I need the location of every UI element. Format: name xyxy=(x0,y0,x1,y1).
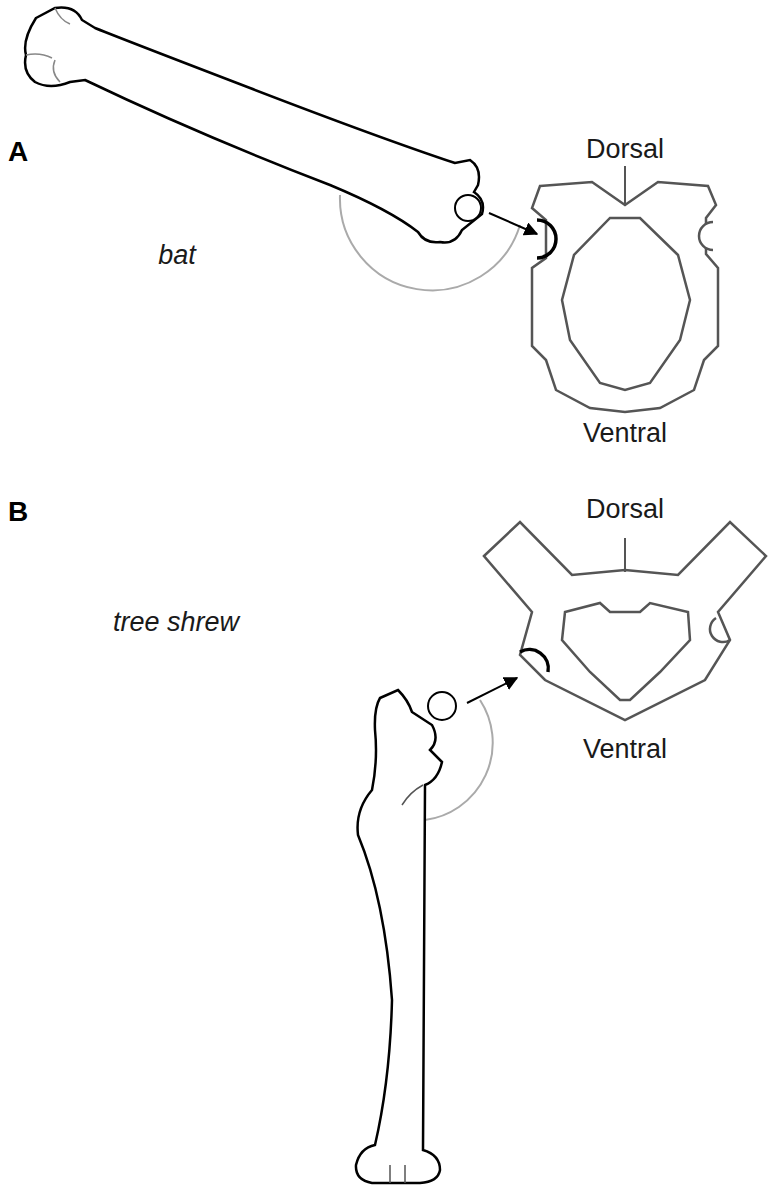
orientation-label: Dorsal xyxy=(586,494,664,525)
femur-detail xyxy=(26,8,70,82)
orientation-label: Ventral xyxy=(583,734,667,765)
femoral-head xyxy=(455,195,481,221)
tree-shrew-femur xyxy=(356,690,442,1183)
species-name: tree shrew xyxy=(113,607,239,638)
acetabulum xyxy=(520,650,548,672)
tree-shrew-pelvis xyxy=(484,522,766,720)
femoral-head xyxy=(428,692,456,720)
species-name: bat xyxy=(158,240,196,271)
orientation-label: Ventral xyxy=(583,418,667,449)
pelvic-canal xyxy=(562,218,690,390)
bat-femur xyxy=(25,8,483,243)
panel-letter: B xyxy=(8,496,28,528)
bat-pelvis xyxy=(532,182,718,412)
midline-tick xyxy=(624,166,626,205)
panel-letter: A xyxy=(8,136,28,168)
acetabulum xyxy=(537,220,556,258)
pelvic-canal xyxy=(562,603,690,700)
midline-tick xyxy=(624,538,626,572)
femur-detail xyxy=(390,785,423,1183)
acetabulum xyxy=(699,222,713,250)
articulation-arrow xyxy=(467,678,517,703)
orientation-label: Dorsal xyxy=(586,134,664,165)
acetabulum xyxy=(710,618,730,642)
articulation-arrow xyxy=(489,213,537,234)
